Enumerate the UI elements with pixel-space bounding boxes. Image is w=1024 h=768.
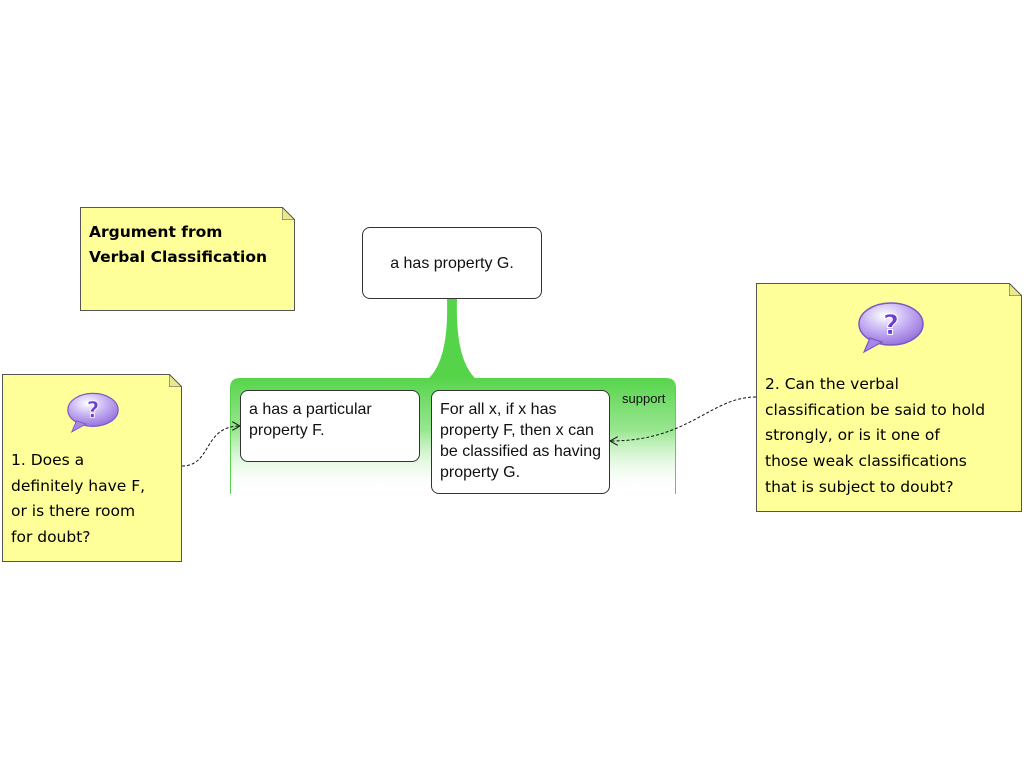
conclusion-node[interactable]: a has property G. <box>362 227 542 299</box>
question-2-connector <box>610 396 757 441</box>
question-1-connector <box>181 426 240 467</box>
premise-2-text: For all x, if x has property F, then x c… <box>440 401 601 481</box>
critical-question-note-2[interactable]: ? 2. Can the verbal classification be sa… <box>756 283 1022 512</box>
svg-text:?: ? <box>883 308 899 341</box>
note-fold-corner <box>282 207 295 220</box>
critical-question-2-text: 2. Can the verbal classification be said… <box>765 375 986 496</box>
question-bubble-icon: ? <box>67 392 119 433</box>
premise-node-1[interactable]: a has a particular property F. <box>240 390 420 462</box>
conclusion-text: a has property G. <box>390 254 514 272</box>
premise-1-text: a has a particular property F. <box>249 401 372 439</box>
title-note[interactable]: Argument from Verbal Classification <box>80 207 295 311</box>
argument-scheme-title: Argument from Verbal Classification <box>89 223 268 266</box>
critical-question-1-text: 1. Does a definitely have F, or is there… <box>11 451 146 547</box>
note-fold-corner <box>1009 283 1022 296</box>
question-bubble-icon: ? <box>858 302 924 354</box>
support-link <box>428 298 476 379</box>
critical-question-note-1[interactable]: ? 1. Does a definitely have F, or is the… <box>2 374 182 562</box>
svg-text:?: ? <box>87 399 100 424</box>
support-label: support <box>622 391 666 406</box>
note-fold-corner <box>169 374 182 387</box>
premise-node-2[interactable]: For all x, if x has property F, then x c… <box>431 390 610 494</box>
